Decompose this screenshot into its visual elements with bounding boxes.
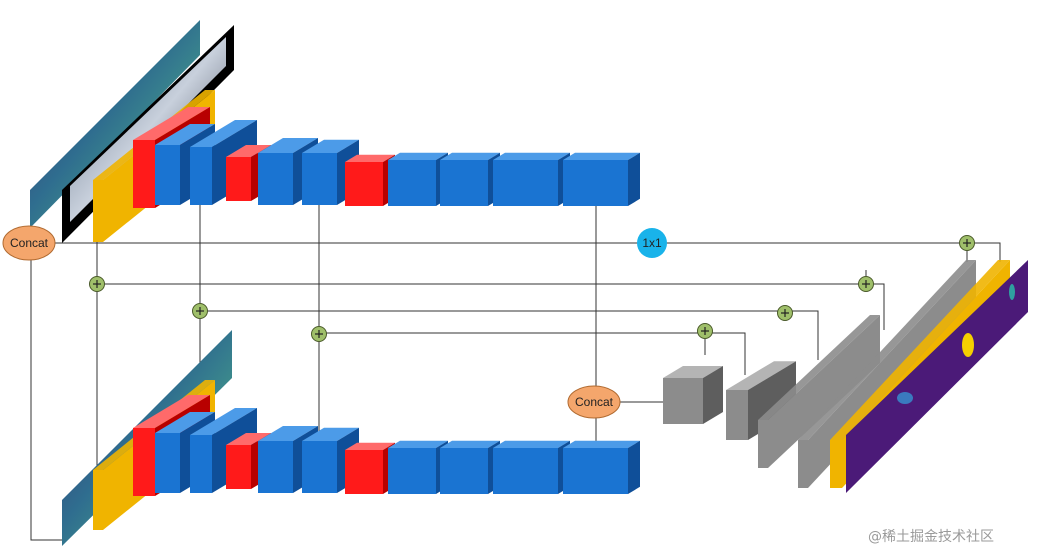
connector-line bbox=[30, 243, 63, 541]
add-node-5-icon bbox=[777, 305, 793, 321]
conv-block-blue-7-bottom bbox=[493, 440, 570, 494]
watermark-text: @稀土掘金技术社区 bbox=[868, 529, 994, 545]
add-node-7-icon bbox=[959, 235, 975, 251]
add-node-4-icon bbox=[697, 323, 713, 339]
input-depth-image-top bbox=[30, 20, 200, 228]
connection-lines bbox=[30, 180, 1001, 541]
concat-node-middle-label: Concat bbox=[575, 395, 614, 409]
concat-node-middle: Concat bbox=[567, 385, 621, 419]
add-node-2-icon bbox=[192, 303, 208, 319]
concat-node-left: Concat bbox=[2, 225, 56, 261]
add-node-3-icon bbox=[311, 326, 327, 342]
connector-line bbox=[967, 242, 1001, 262]
conv-block-blue-5-top bbox=[388, 152, 448, 206]
concat-node-left-label: Concat bbox=[10, 236, 49, 250]
pool-block-red-3-bottom bbox=[345, 442, 395, 494]
connector-line bbox=[705, 332, 746, 375]
decoder-block-gray-3 bbox=[758, 315, 880, 468]
conv-block-blue-5-bottom bbox=[388, 440, 448, 494]
conv-block-blue-6-bottom bbox=[440, 440, 500, 494]
connector-line bbox=[785, 310, 819, 360]
decoder-block-gray-1 bbox=[663, 366, 723, 424]
add-node-1-icon bbox=[89, 276, 105, 292]
conv-block-blue-8-top bbox=[563, 152, 640, 206]
conv-1x1-label: 1x1 bbox=[642, 236, 662, 250]
pool-block-red-3-top bbox=[345, 154, 395, 206]
add-node-6-icon bbox=[858, 276, 874, 292]
conv-1x1-node: 1x1 bbox=[637, 228, 667, 258]
conv-block-blue-7-top bbox=[493, 152, 570, 206]
conv-block-blue-6-top bbox=[440, 152, 500, 206]
output-segmentation-map bbox=[846, 260, 1028, 493]
conv-block-blue-4-top bbox=[302, 139, 359, 205]
conv-block-blue-8-bottom bbox=[563, 440, 640, 494]
